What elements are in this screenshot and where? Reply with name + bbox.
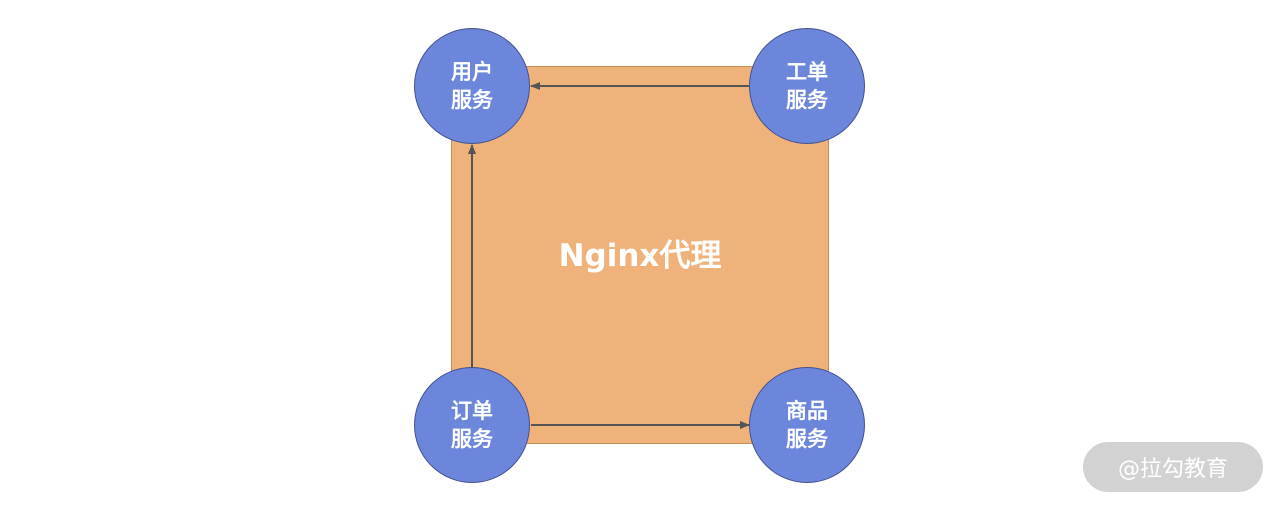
user-service-label-line2: 服务 [451, 88, 493, 112]
nginx-proxy-label: Nginx代理 [558, 238, 722, 274]
user-service-label-line1: 用户 [451, 60, 493, 84]
order-service-node: 订单 服务 [414, 367, 530, 483]
goods-service-node: 商品 服务 [749, 367, 865, 483]
ticket-service-label-line2: 服务 [786, 88, 828, 112]
order-service-label-line1: 订单 [451, 399, 493, 423]
goods-service-label-line1: 商品 [786, 399, 828, 423]
user-service-node: 用户 服务 [414, 28, 530, 144]
ticket-service-node: 工单 服务 [749, 28, 865, 144]
ticket-service-label-line1: 工单 [786, 60, 828, 84]
order-service-label-line2: 服务 [451, 427, 493, 451]
nginx-proxy-box [451, 66, 829, 444]
goods-service-label-line2: 服务 [786, 427, 828, 451]
watermark-badge: @拉勾教育 [1083, 442, 1263, 492]
watermark-text: @拉勾教育 [1117, 457, 1228, 482]
